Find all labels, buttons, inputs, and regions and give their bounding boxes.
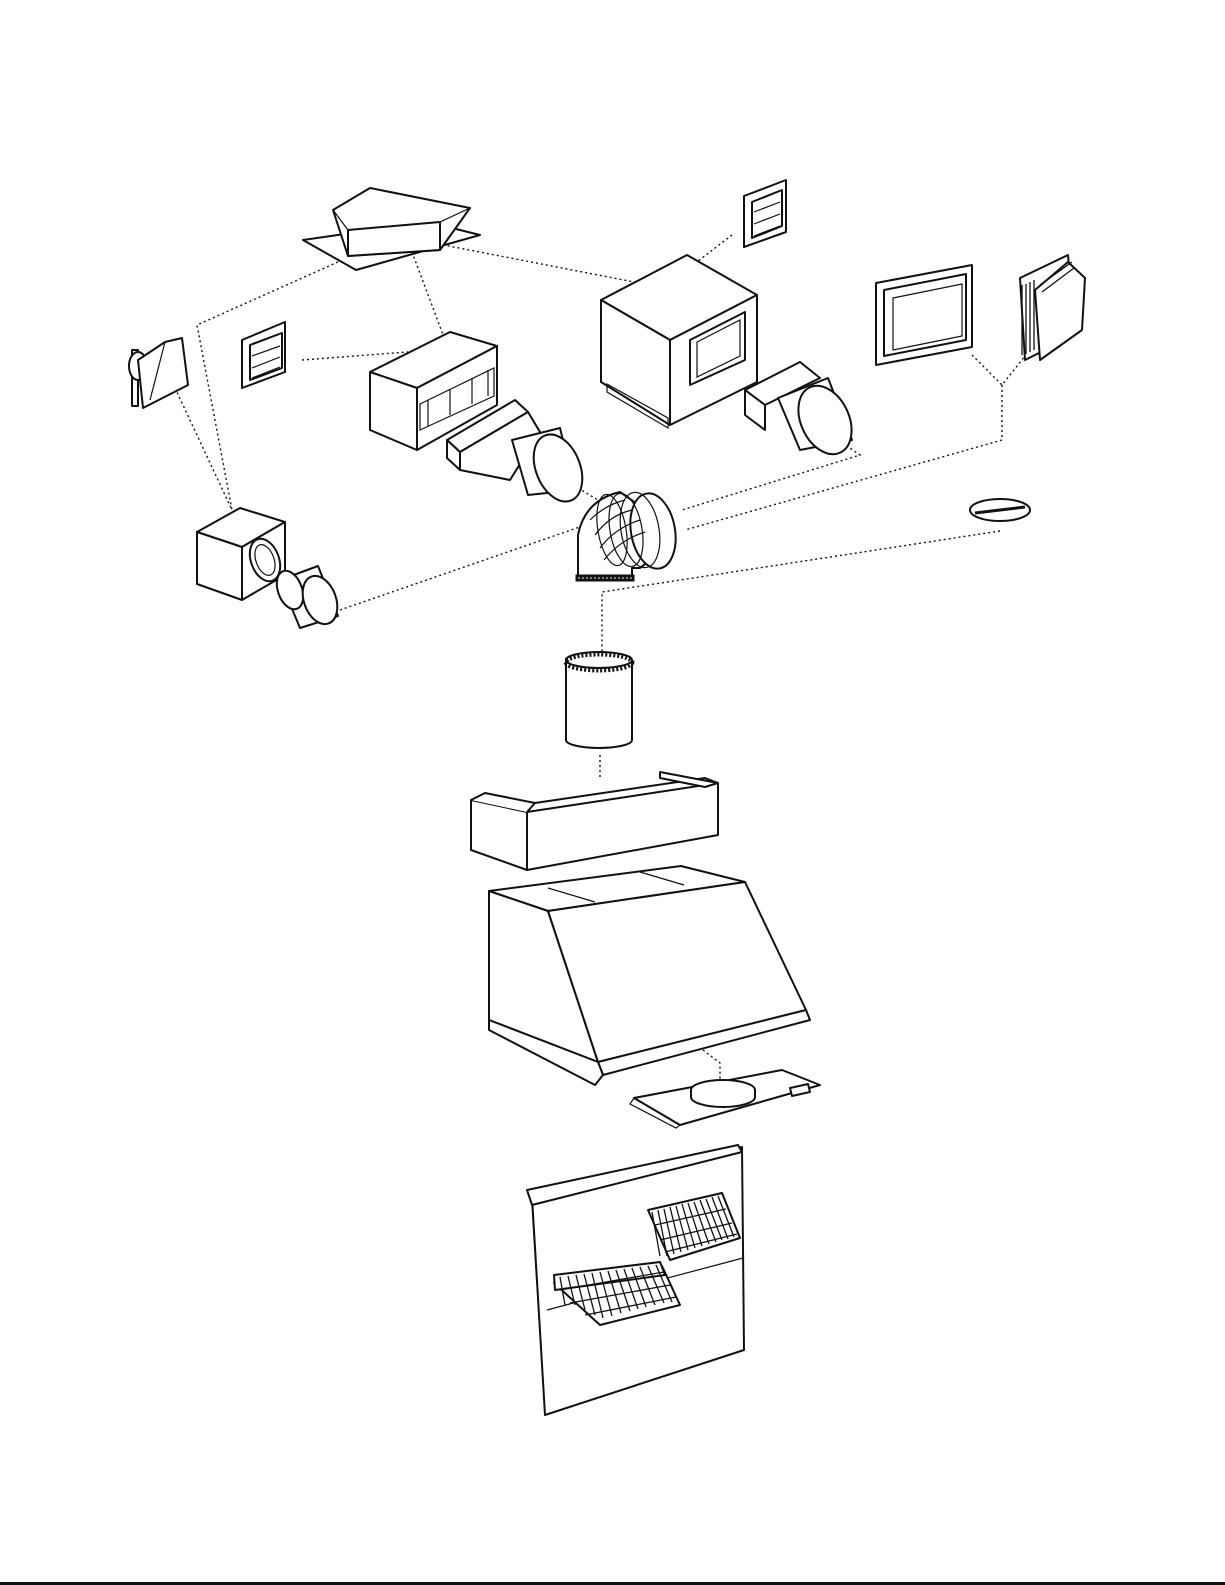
round-adapter-icon [272, 566, 344, 629]
backsplash-shelf-icon [527, 1145, 744, 1415]
duct-cover-icon [471, 772, 718, 870]
plate-icon [630, 1070, 820, 1128]
round-duct-icon [566, 652, 632, 748]
blower-box-icon [197, 508, 286, 600]
blower-box-icon [601, 255, 757, 428]
range-hood-icon [489, 866, 810, 1085]
duct-transition-icon [745, 362, 862, 463]
wall-plate-icon [876, 265, 972, 365]
louver-icon [242, 322, 285, 388]
roof-vent-cap-icon [303, 188, 480, 270]
vented-cap-icon [1020, 255, 1085, 360]
louver-icon [744, 180, 786, 247]
ring-icon [970, 499, 1030, 521]
flex-elbow-icon [576, 489, 681, 581]
